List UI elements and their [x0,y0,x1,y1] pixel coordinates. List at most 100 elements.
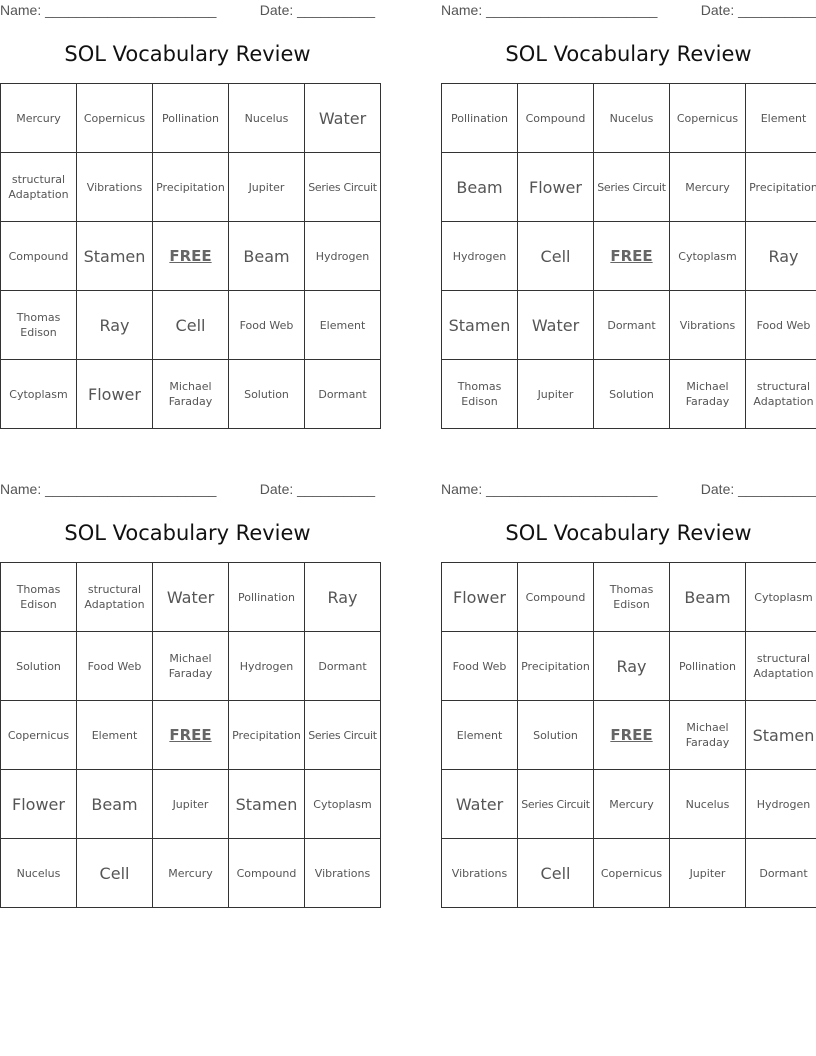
bingo-cell: Compound [228,838,305,908]
bingo-grid: Flower Compound Thomas Edison Beam Cytop… [441,562,816,908]
date-label: Date: __________ [700,2,816,18]
bingo-cell: Solution [228,359,305,429]
bingo-cell: Flower [441,562,518,632]
bingo-cell: Michael Faraday [669,700,746,770]
bingo-cell: Michael Faraday [152,359,229,429]
grid-row: Thomas Edison Ray Cell Food Web Element [0,290,381,360]
bingo-cell: Jupiter [152,769,229,839]
name-date-line: Name: ______________________ Date: _____… [441,2,816,22]
bingo-cell: Beam [669,562,746,632]
bingo-cell: structural Adaptation [0,152,77,222]
bingo-cell: Precipitation [745,152,816,222]
bingo-cell: Hydrogen [745,769,816,839]
bingo-cell: Cell [152,290,229,360]
bingo-cell: Food Web [745,290,816,360]
grid-row: structural Adaptation Vibrations Precipi… [0,152,381,222]
grid-row: Thomas Edison Jupiter Solution Michael F… [441,359,816,429]
bingo-grid: Thomas Edison structural Adaptation Wate… [0,562,381,908]
bingo-cell: Vibrations [76,152,153,222]
grid-row: Nucelus Cell Mercury Compound Vibrations [0,838,381,908]
bingo-cell: Element [304,290,381,360]
bingo-cell: Mercury [152,838,229,908]
bingo-cell: Cell [76,838,153,908]
card-title: SOL Vocabulary Review [505,42,752,66]
bingo-cell: Cytoplasm [0,359,77,429]
grid-row: Water Series Circuit Mercury Nucelus Hyd… [441,769,816,839]
bingo-cell: Thomas Edison [0,290,77,360]
bingo-cell: Ray [745,221,816,291]
name-label: Name: ______________________ [0,2,217,18]
bingo-grid: Pollination Compound Nucelus Copernicus … [441,83,816,429]
bingo-cell: Beam [228,221,305,291]
bingo-cell: Food Web [228,290,305,360]
bingo-cell: Ray [76,290,153,360]
free-cell: FREE [593,221,670,291]
card-title: SOL Vocabulary Review [64,42,311,66]
bingo-cell: Element [745,83,816,153]
date-label: Date: __________ [700,481,816,497]
bingo-cell: Hydrogen [228,631,305,701]
bingo-cell: structural Adaptation [76,562,153,632]
bingo-cell: Precipitation [517,631,594,701]
bingo-cell: Beam [441,152,518,222]
bingo-cell: Food Web [441,631,518,701]
bingo-cell: Compound [517,83,594,153]
bingo-cell: Mercury [0,83,77,153]
name-date-line: Name: ______________________ Date: _____… [441,481,816,501]
bingo-cell: Water [152,562,229,632]
bingo-cell: Michael Faraday [152,631,229,701]
bingo-cell: Flower [76,359,153,429]
name-date-line: Name: ______________________ Date: _____… [0,481,375,501]
card-title: SOL Vocabulary Review [505,521,752,545]
bingo-cell: Vibrations [441,838,518,908]
bingo-cell: Pollination [228,562,305,632]
bingo-cell: Precipitation [152,152,229,222]
bingo-cell: Nucelus [669,769,746,839]
bingo-cell: Ray [304,562,381,632]
bingo-cell: Precipitation [228,700,305,770]
bingo-cell: Copernicus [593,838,670,908]
bingo-cell: Flower [0,769,77,839]
bingo-cell: Hydrogen [304,221,381,291]
grid-row: Hydrogen Cell FREE Cytoplasm Ray [441,221,816,291]
bingo-cell: Ray [593,631,670,701]
date-label: Date: __________ [259,481,375,497]
bingo-cell: Flower [517,152,594,222]
bingo-cell: Dormant [745,838,816,908]
bingo-cell: Cytoplasm [669,221,746,291]
bingo-cell: Stamen [76,221,153,291]
grid-row: Flower Compound Thomas Edison Beam Cytop… [441,562,816,632]
bingo-cell: Cell [517,838,594,908]
bingo-cell: Jupiter [517,359,594,429]
free-cell: FREE [593,700,670,770]
bingo-cell: Solution [517,700,594,770]
bingo-cell: Solution [593,359,670,429]
bingo-cell: Mercury [669,152,746,222]
bingo-cell: Series Circuit [593,152,670,222]
bingo-cell: Element [76,700,153,770]
bingo-cell: structural Adaptation [745,359,816,429]
bingo-cell: structural Adaptation [745,631,816,701]
bingo-cell: Series Circuit [517,769,594,839]
bingo-cell: Copernicus [76,83,153,153]
bingo-cell: Cell [517,221,594,291]
bingo-cell: Hydrogen [441,221,518,291]
bingo-cell: Compound [0,221,77,291]
grid-row: Food Web Precipitation Ray Pollination s… [441,631,816,701]
grid-row: Cytoplasm Flower Michael Faraday Solutio… [0,359,381,429]
grid-row: Compound Stamen FREE Beam Hydrogen [0,221,381,291]
grid-row: Copernicus Element FREE Precipitation Se… [0,700,381,770]
bingo-cell: Pollination [152,83,229,153]
bingo-cell: Series Circuit [304,152,381,222]
bingo-cell: Water [304,83,381,153]
bingo-cell: Thomas Edison [0,562,77,632]
bingo-cell: Thomas Edison [441,359,518,429]
grid-row: Stamen Water Dormant Vibrations Food Web [441,290,816,360]
bingo-cell: Vibrations [669,290,746,360]
free-cell: FREE [152,221,229,291]
bingo-cell: Solution [0,631,77,701]
bingo-cell: Jupiter [228,152,305,222]
bingo-grid: Mercury Copernicus Pollination Nucelus W… [0,83,381,429]
grid-row: Mercury Copernicus Pollination Nucelus W… [0,83,381,153]
grid-row: Solution Food Web Michael Faraday Hydrog… [0,631,381,701]
